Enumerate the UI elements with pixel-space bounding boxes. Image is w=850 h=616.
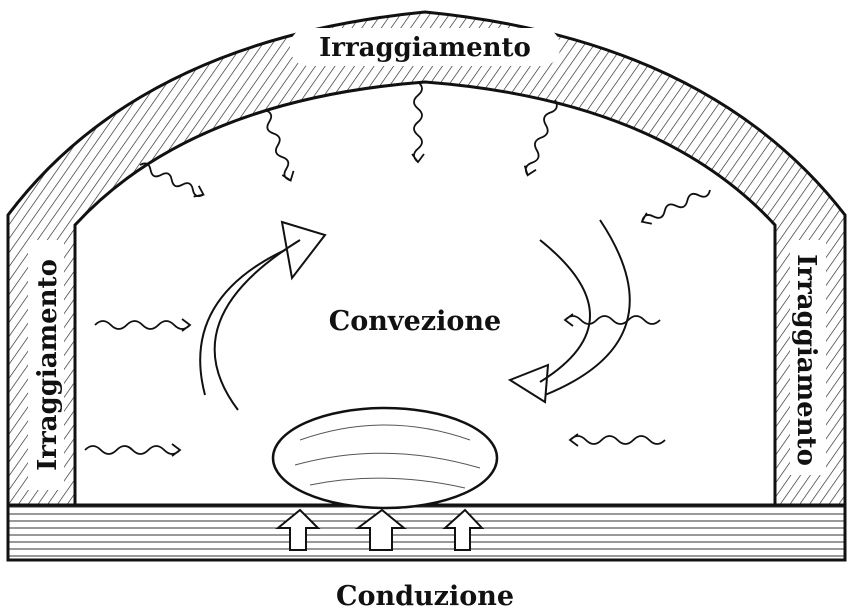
label-top-radiation: Irraggiamento [319,33,531,63]
conduction-arrow [275,508,321,551]
right-label-box [790,240,826,475]
wavy-radiation-arrow [568,433,666,447]
convection-arrow-left-inner [199,249,286,396]
bread-loaf [271,406,499,510]
wavy-radiation-arrow [139,162,205,198]
label-right-radiation: Irraggiamento [791,254,821,466]
wavy-radiation-arrow [94,318,192,332]
conduction-arrow [442,508,485,551]
oven-dome-wall [6,10,847,507]
top-label-box [290,28,560,66]
wavy-radiation-arrow [523,99,558,177]
conduction-arrows [275,508,485,551]
convection-arrow-right [507,219,631,404]
bread-texture [294,424,481,489]
wavy-radiation-arrow [84,443,182,457]
wavy-radiation-arrow [640,189,711,225]
label-convection: Convezione [329,306,501,337]
conduction-arrow [355,508,407,551]
wavy-radiation-arrow [563,313,661,327]
convection-arrow-left [213,220,327,411]
wavy-radiation-arrow [264,109,295,182]
left-label-box [28,240,64,490]
label-conduction: Conduzione [336,581,514,612]
wavy-radiation-arrow [411,81,425,164]
radiation-arrows [84,81,711,457]
label-left-radiation: Irraggiamento [33,259,63,471]
oven-floor [6,503,847,562]
